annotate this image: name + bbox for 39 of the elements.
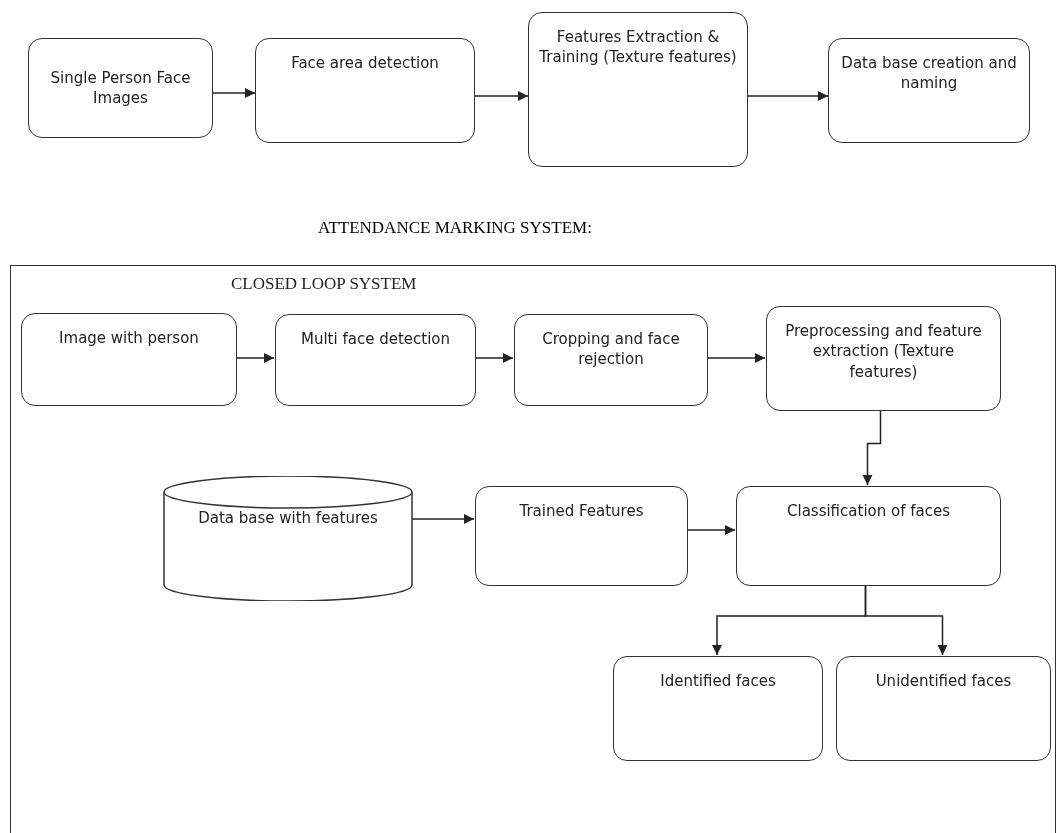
box-text: Cropping and face rejection [541,329,681,371]
process-box [613,656,823,761]
process-box [766,306,1001,411]
process-box [528,12,748,167]
arrow [235,352,275,364]
process-box [828,38,1030,143]
process-box [836,656,1051,761]
process-box [21,313,237,406]
arrow [686,524,736,536]
arrow [411,513,475,525]
section-heading: ATTENDANCE MARKING SYSTEM: [318,218,592,238]
process-box [514,314,708,406]
arrow [862,409,882,486]
system-frame [10,265,1056,833]
box-text: Single Person Face Images [49,67,192,109]
database-cylinder [163,476,413,601]
process-box [736,486,1001,586]
box-text: Classification of faces [786,501,951,522]
process-box [28,38,213,138]
arrow [474,90,529,102]
box-text: Identified faces [659,671,777,692]
box-text: Trained Features [518,501,645,522]
frame-title: CLOSED LOOP SYSTEM [231,274,417,294]
box-text: Features Extraction & Training (Texture features) [538,27,738,69]
arrow [474,352,514,364]
box-text: Multi face detection [300,329,451,350]
arrow [212,87,256,99]
box-text: Data base creation and naming [840,53,1018,95]
box-text: Data base with features [197,508,379,529]
process-box [255,38,475,143]
box-text: Face area detection [290,53,440,74]
arrow [864,584,948,656]
box-text: Image with person [58,328,200,349]
process-box [475,486,688,586]
box-text: Preprocessing and feature extraction (Texture features) [784,321,983,383]
process-box [275,314,476,406]
arrow [747,90,829,102]
box-text: Unidentified faces [874,671,1013,692]
arrow [706,352,766,364]
